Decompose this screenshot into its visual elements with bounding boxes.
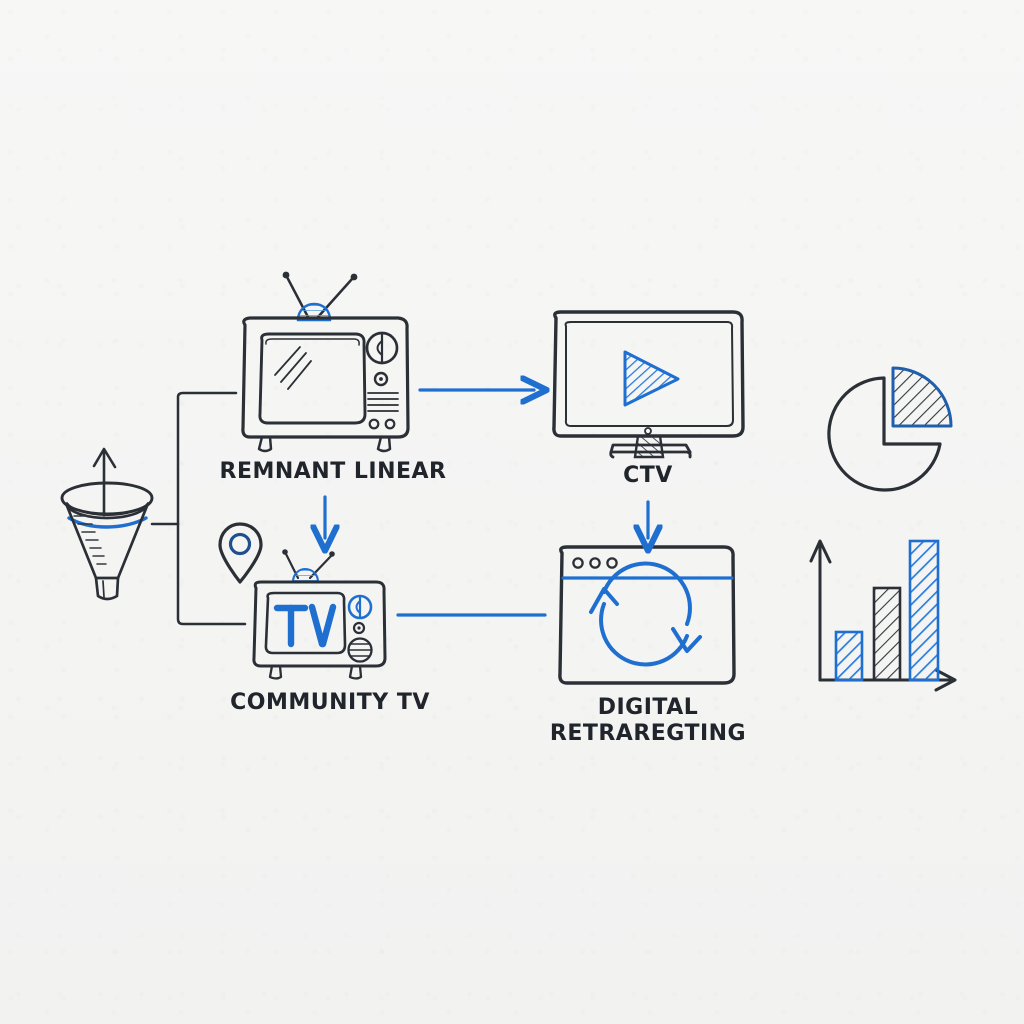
label-ctv: CTV — [623, 463, 673, 488]
label-digital-retargeting: DIGITAL RETRAREGTING — [549, 695, 747, 746]
location-pin-icon — [218, 522, 263, 584]
label-community-tv: COMMUNITY TV — [230, 690, 430, 715]
funnel-icon — [60, 447, 154, 601]
label-remnant-linear: REMNANT LINEAR — [219, 459, 447, 484]
bar-chart-icon — [809, 539, 957, 692]
small-tv-icon — [252, 549, 387, 680]
bracket-connector — [150, 391, 247, 626]
pie-chart-icon — [827, 366, 953, 492]
monitor-play-icon — [552, 310, 745, 459]
browser-refresh-icon — [558, 545, 736, 685]
retro-tv-icon — [241, 271, 410, 453]
